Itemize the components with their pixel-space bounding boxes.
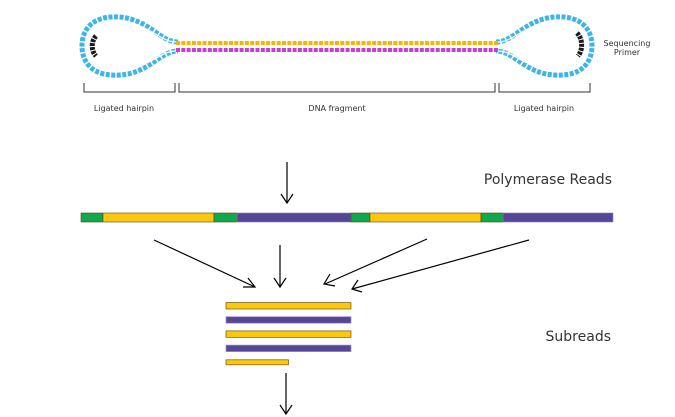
- subread-reverse: [225, 344, 352, 352]
- arrow-4: [351, 239, 530, 293]
- arrows-to-subreads: [153, 238, 530, 293]
- read-segment-forward: [102, 212, 215, 223]
- read-segment-adapter: [480, 212, 504, 223]
- bracket-fragment: [178, 83, 496, 93]
- arrow-2: [273, 245, 287, 289]
- left-hairpin-inner: [87, 21, 177, 71]
- right-hairpin-inner: [497, 21, 587, 71]
- read-segment-reverse: [236, 212, 352, 223]
- left-sequencing-primer: [89, 34, 98, 58]
- arrow-3: [323, 238, 428, 287]
- read-segment-forward: [369, 212, 482, 223]
- bracket-right-hairpin: [498, 83, 591, 93]
- subreads-stack: [225, 302, 352, 366]
- label-left-hairpin: Ligated hairpin: [94, 104, 154, 113]
- subread-forward: [225, 302, 352, 310]
- left-hairpin-loop: [79, 14, 179, 78]
- read-segment-adapter: [80, 212, 104, 223]
- arrow-down-from-subreads: [279, 373, 293, 416]
- polymerase-read-bar: [80, 212, 614, 223]
- read-segment-adapter: [213, 212, 238, 223]
- right-sequencing-primer: [575, 31, 585, 58]
- label-polymerase-reads: Polymerase Reads: [484, 172, 612, 188]
- label-dna-fragment: DNA fragment: [308, 104, 365, 113]
- label-sequencing-primer-line2: Primer: [614, 48, 641, 57]
- subread-reverse: [225, 316, 352, 324]
- label-subreads: Subreads: [546, 329, 611, 345]
- bracket-left-hairpin: [83, 83, 176, 93]
- arrow-1: [153, 239, 257, 288]
- label-right-hairpin: Ligated hairpin: [514, 104, 574, 113]
- label-sequencing-primer-line1: Sequencing: [604, 39, 651, 48]
- read-segment-reverse: [502, 212, 614, 223]
- subread-forward: [225, 330, 352, 338]
- right-hairpin-loop: [495, 14, 595, 78]
- arrow-to-polymerase-reads: [280, 162, 294, 205]
- smrtbell-template: Ligated hairpin DNA fragment Ligated hai…: [79, 14, 651, 113]
- read-segment-adapter: [350, 212, 371, 223]
- subread-forward: [225, 359, 289, 366]
